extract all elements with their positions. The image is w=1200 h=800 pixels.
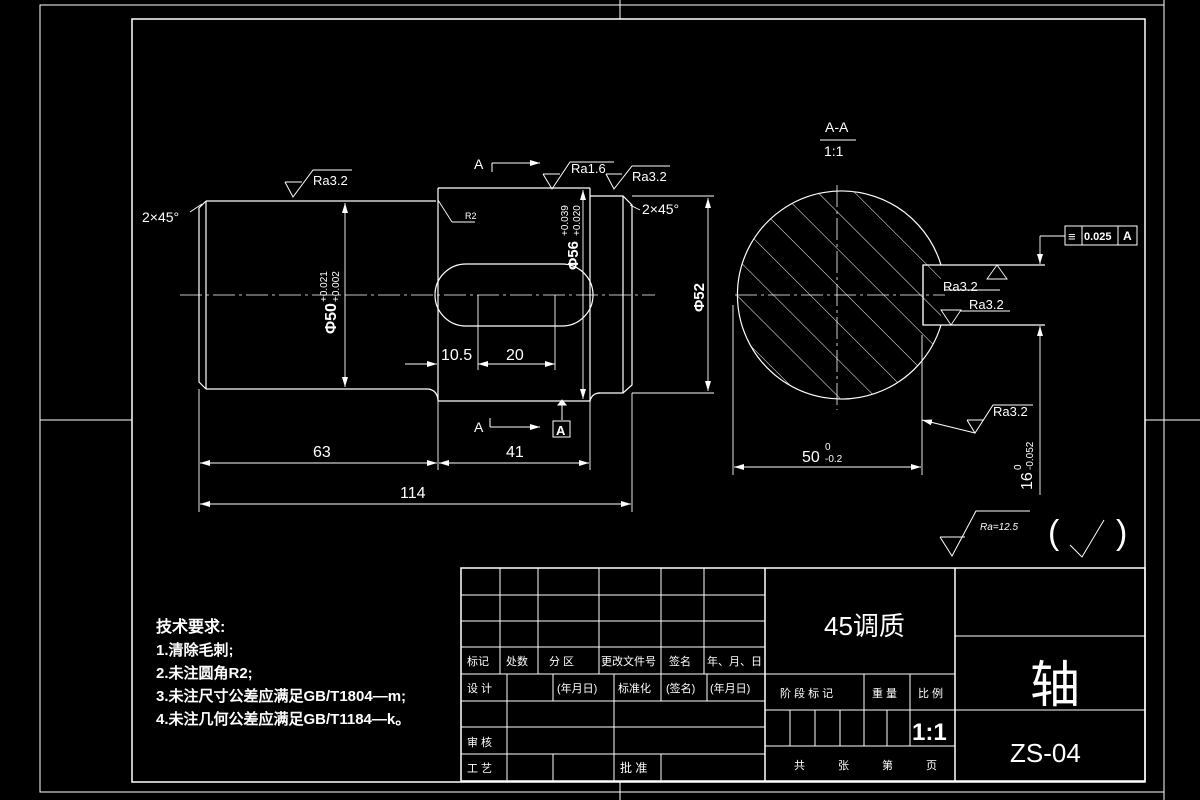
tb-row-label: 标记 — [467, 654, 489, 668]
tb-row-label: 更改文件号 — [601, 654, 656, 668]
tb-review: 审 核 — [467, 735, 492, 749]
key-depth-main: 16 — [1019, 472, 1036, 490]
tb-row-label: 处数 — [506, 655, 528, 668]
datum-label: A — [556, 423, 566, 438]
chamfer-left-label: 2×45° — [142, 209, 179, 225]
chamfer-right-label: 2×45° — [642, 201, 679, 217]
phi50-label: Φ50 — [323, 303, 340, 334]
technical-notes: 技术要求: 1.清除毛刺; 2.未注圆角R2; 3.未注尺寸公差应满足GB/T1… — [156, 617, 410, 728]
phi56-tol-lower: +0.020 — [572, 205, 583, 236]
section-view-title: A-A — [825, 119, 849, 135]
section-cut-label-bottom: A — [474, 419, 484, 435]
section-dimensions — [732, 235, 1065, 495]
part-name: 轴 — [1030, 657, 1080, 713]
title-block-texts: 45调质 轴 ZS-04 1:1 标记 处数 分 区 更改文件号 签名 年、月、… — [467, 611, 1081, 775]
notes-item: 2.未注圆角R2; — [156, 664, 253, 682]
roughness-key-section-top: Ra1.6 — [571, 161, 606, 176]
tb-date1: (年月日) — [557, 681, 597, 695]
drawing-number: ZS-04 — [1010, 738, 1081, 768]
tb-process: 工 艺 — [467, 762, 492, 775]
datum-symbol — [552, 399, 571, 438]
tb-design: 设 计 — [467, 682, 492, 695]
keyway-length-label: 20 — [506, 347, 524, 364]
len-114-label: 114 — [400, 485, 426, 502]
phi56-tol-upper: +0.039 — [560, 205, 571, 236]
tb-weight: 重 量 — [872, 686, 897, 700]
roughness-general-value: Ra=12.5 — [980, 522, 1019, 533]
notes-item: 3.未注尺寸公差应满足GB/T1804—m; — [156, 687, 406, 705]
shaft-front-view — [180, 187, 655, 402]
section-view-aa — [735, 139, 1045, 410]
tb-standardize: 标准化 — [618, 681, 651, 695]
tb-row-label: 分 区 — [549, 655, 574, 668]
tb-total: 共 — [794, 759, 805, 772]
main-view-dimensions — [189, 190, 714, 512]
roughness-paren-left: ( — [1048, 514, 1060, 552]
len-63-label: 63 — [313, 444, 331, 461]
phi50-tol-lower: +0.002 — [331, 271, 342, 302]
section-width-tol-lower: -0.2 — [825, 454, 843, 465]
roughness-symbols — [284, 161, 1105, 558]
tb-page: 页 — [926, 760, 937, 772]
key-depth-tol-lower: -0.052 — [1025, 441, 1036, 470]
roughness-texts: Ra3.2 Ra1.6 Ra3.2 Ra3.2 Ra3.2 Ra3.2 Ra=1… — [313, 161, 1127, 552]
section-width-main: 50 — [802, 449, 820, 466]
drawing-border — [39, 0, 1200, 800]
tb-approve: 批 准 — [620, 760, 647, 775]
tb-stage: 阶 段 标 记 — [780, 686, 833, 700]
tb-row-label: 签名 — [669, 654, 691, 668]
roughness-section-side: Ra3.2 — [993, 404, 1028, 419]
title-block — [460, 567, 1146, 782]
section-cut-arrows — [489, 160, 540, 430]
dimension-texts: 2×45° 2×45° R2 Φ50 +0.021 +0.002 Φ56 +0.… — [142, 201, 1036, 502]
phi50-tol-upper: +0.021 — [319, 271, 330, 302]
notes-item: 1.清除毛刺; — [156, 641, 234, 659]
tb-date2: (年月日) — [710, 681, 750, 695]
tb-ratio: 比 例 — [918, 686, 943, 700]
tb-nth: 第 — [882, 758, 893, 772]
section-texts: A A A A-A 1:1 ≡ 0.025 A — [474, 119, 1132, 438]
tolerance-frame — [1064, 225, 1138, 246]
keyway-offset-label: 10.5 — [441, 347, 472, 364]
tolerance-value: 0.025 — [1084, 231, 1112, 243]
roughness-left-shoulder: Ra3.2 — [313, 173, 348, 188]
material-label: 45调质 — [824, 611, 905, 641]
len-41-label: 41 — [506, 444, 524, 461]
section-view-scale: 1:1 — [824, 143, 844, 159]
scale-value: 1:1 — [912, 719, 947, 746]
tolerance-symbol: ≡ — [1068, 229, 1076, 244]
phi56-label: Φ56 — [565, 241, 582, 270]
fillet-label: R2 — [465, 211, 477, 221]
roughness-keyway-bottom: Ra3.2 — [969, 297, 1004, 312]
tb-sheets: 张 — [838, 759, 849, 772]
roughness-right-shoulder: Ra3.2 — [632, 169, 667, 184]
roughness-paren-right: ) — [1116, 514, 1127, 552]
tb-row-label: 年、月、日 — [707, 654, 762, 668]
section-width-tol-upper: 0 — [825, 442, 831, 453]
phi52-label: Φ52 — [691, 283, 708, 312]
section-cut-label-top: A — [474, 156, 484, 172]
notes-item: 4.未注几何公差应满足GB/T1184—k。 — [156, 710, 410, 728]
tb-sign: (签名) — [666, 681, 695, 695]
notes-title: 技术要求: — [156, 617, 225, 636]
tolerance-datum: A — [1123, 229, 1132, 243]
roughness-keyway-top: Ra3.2 — [943, 279, 978, 294]
key-depth-tol-upper: 0 — [1013, 464, 1024, 470]
